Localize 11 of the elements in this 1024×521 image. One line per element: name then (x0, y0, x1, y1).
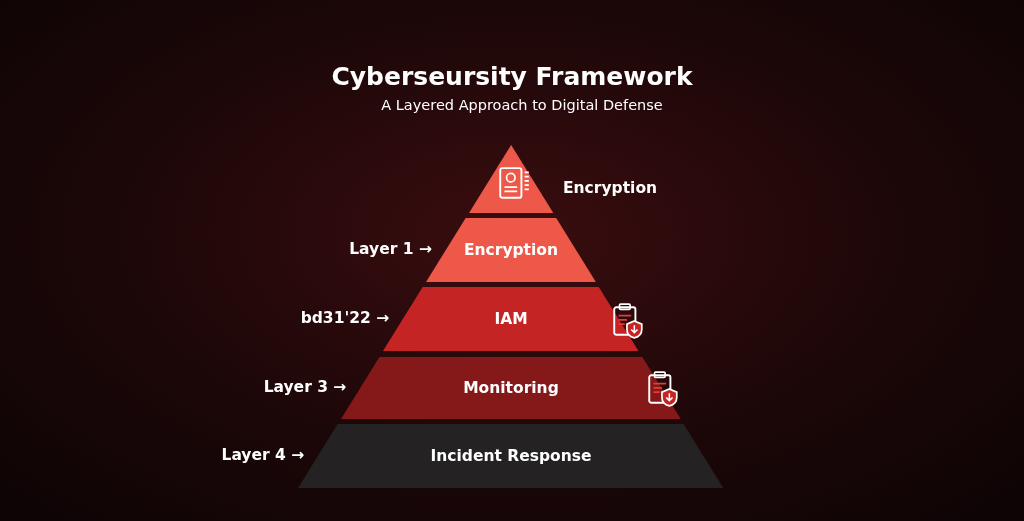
layer-number-label: Layer 1 → (349, 240, 432, 258)
side-label: Encryption (563, 179, 658, 197)
layer-number-label: bd31'22 → (300, 309, 390, 327)
layer-number-label: Layer 3 → (263, 378, 347, 396)
subtitle: A Layered Approach to Digital Defense (381, 97, 663, 113)
layer-label: IAM (494, 310, 528, 328)
title: Cyberseursity Framework (330, 62, 694, 91)
layer-label: Incident Response (430, 447, 592, 465)
layer-label: Encryption (463, 241, 558, 259)
layer-label: Monitoring (463, 379, 559, 397)
layer-number-label: Layer 4 → (221, 446, 305, 464)
